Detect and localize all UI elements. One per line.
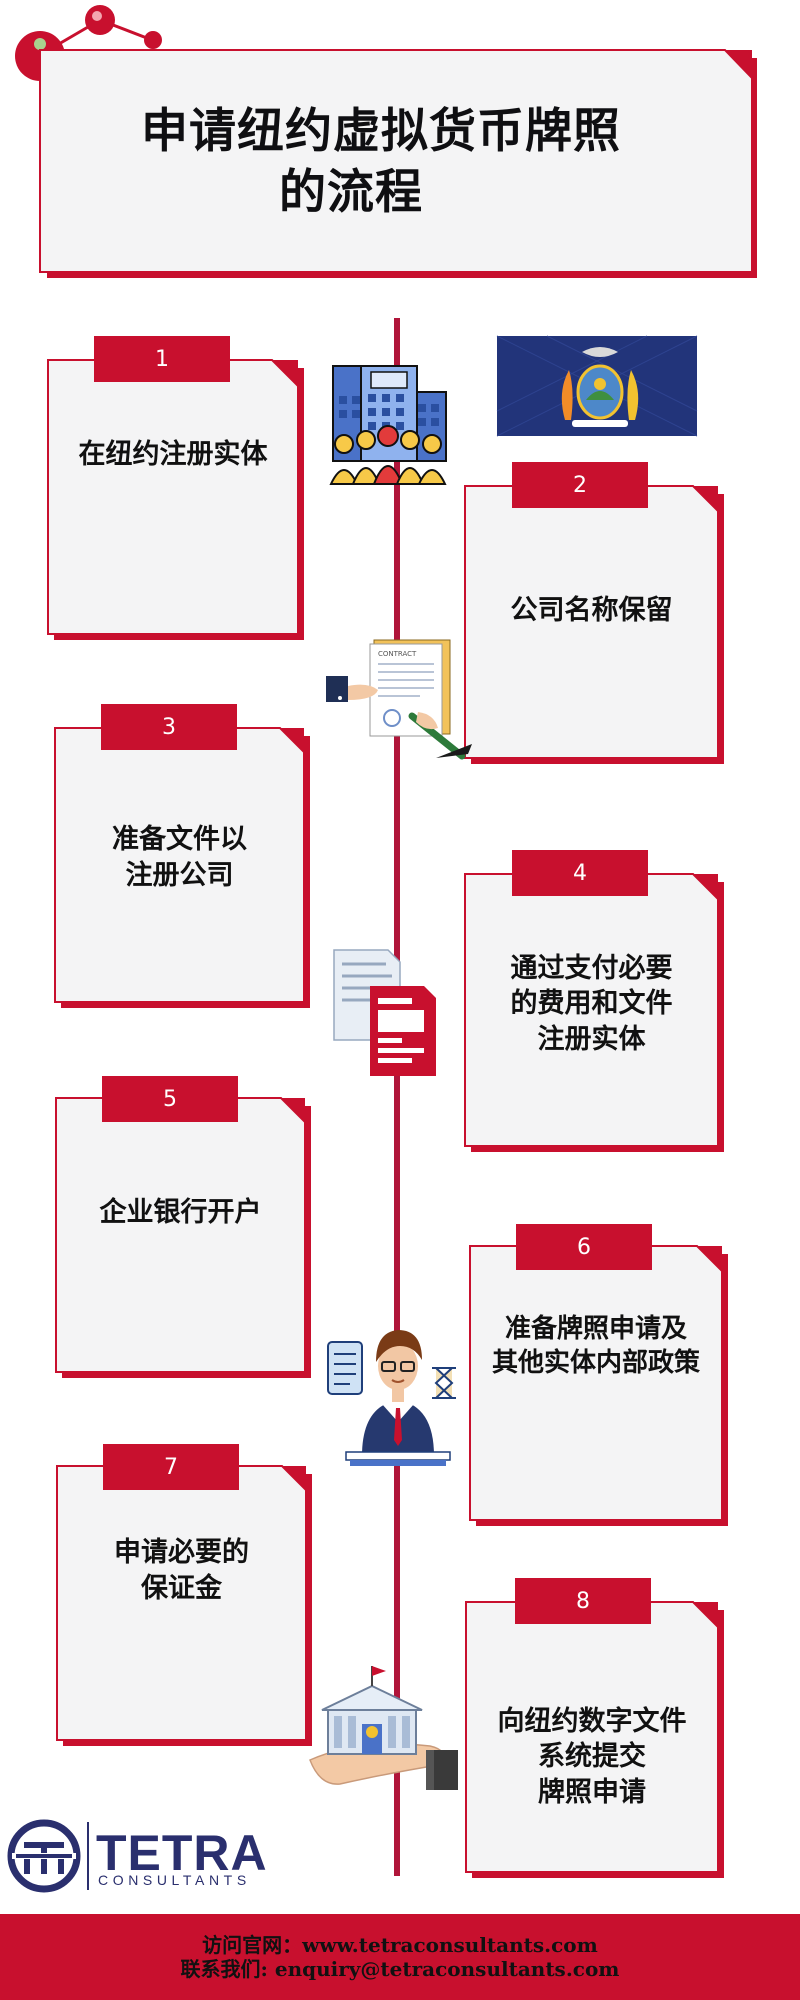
step-6-number-badge: 6 xyxy=(516,1224,652,1270)
step-3-text: 准备文件以 注册公司 xyxy=(55,788,304,928)
step-8-line-3: 牌照申请 xyxy=(538,1776,646,1808)
contract-signing-icon: CONTRACT xyxy=(326,639,472,760)
logo-tagline: CONSULTANTS xyxy=(98,1872,251,1888)
step-6-text: 准备牌照申请及 其他实体内部政策 xyxy=(470,1286,722,1406)
step-card-5: 企业银行开户 xyxy=(56,1098,305,1372)
step-8-line-2: 系统提交 xyxy=(538,1741,646,1773)
step-card-8: 向纽约数字文件 系统提交 牌照申请 xyxy=(466,1602,718,1872)
step-5-text: 企业银行开户 xyxy=(56,1158,305,1268)
step-5-line-1: 企业银行开户 xyxy=(99,1197,262,1229)
step-1-text: 在纽约注册实体 xyxy=(48,400,298,510)
step-8-line-1: 向纽约数字文件 xyxy=(497,1705,687,1737)
step-card-6: 准备牌照申请及 其他实体内部政策 xyxy=(470,1246,722,1520)
step-4-number-badge: 4 xyxy=(512,850,648,896)
step-6-line-1: 准备牌照申请及 xyxy=(504,1313,687,1344)
logo-wordmark: TETRA xyxy=(96,1825,268,1881)
bank-in-hand-icon xyxy=(309,1666,458,1790)
step-4-line-1: 通过支付必要 xyxy=(510,952,673,984)
step-2-text: 公司名称保留 xyxy=(465,546,718,676)
step-4-text: 通过支付必要 的费用和文件 注册实体 xyxy=(465,924,718,1084)
step-2-line-1: 公司名称保留 xyxy=(510,595,673,627)
step-card-2: 公司名称保留 xyxy=(465,486,718,758)
step-card-bg-4 xyxy=(464,873,724,1152)
documents-icon xyxy=(333,949,436,1076)
footer-contact[interactable]: 联系我们: enquiry@tetraconsultants.com xyxy=(180,1957,620,1981)
step-card-bg-3 xyxy=(54,727,310,1008)
step-card-1: 在纽约注册实体 xyxy=(48,360,298,634)
step-8-number-badge: 8 xyxy=(515,1578,651,1624)
step-6-line-2: 其他实体内部政策 xyxy=(491,1348,700,1378)
step-1-number-badge: 1 xyxy=(94,336,230,382)
title-card xyxy=(39,49,757,278)
step-5-number-badge: 5 xyxy=(102,1076,238,1122)
office-people-icon xyxy=(329,365,447,485)
step-8-text: 向纽约数字文件 系统提交 牌照申请 xyxy=(466,1682,718,1832)
footer-website[interactable]: 访问官网：www.tetraconsultants.com xyxy=(202,1933,598,1957)
step-card-7: 申请必要的 保证金 xyxy=(57,1466,306,1740)
step-card-bg-5 xyxy=(55,1097,311,1378)
step-7-text: 申请必要的 保证金 xyxy=(57,1506,306,1636)
tetra-logo-mark xyxy=(7,1819,89,1893)
step-card-bg-8 xyxy=(465,1601,724,1878)
clerk-icon xyxy=(327,1330,456,1466)
step-7-line-2: 保证金 xyxy=(141,1573,222,1604)
step-7-line-1: 申请必要的 xyxy=(114,1537,249,1569)
step-card-bg-7 xyxy=(56,1465,312,1746)
step-card-3: 准备文件以 注册公司 xyxy=(55,728,304,1002)
step-card-bg-2 xyxy=(464,485,724,764)
step-1-line-1: 在纽约注册实体 xyxy=(78,439,268,471)
step-card-4: 通过支付必要 的费用和文件 注册实体 xyxy=(465,874,718,1146)
page-title-line-2: 的流程 xyxy=(279,165,423,220)
svg-text:CONTRACT: CONTRACT xyxy=(378,650,417,658)
footer: 访问官网：www.tetraconsultants.com 联系我们: enqu… xyxy=(0,1914,800,2000)
step-4-line-2: 的费用和文件 xyxy=(510,988,673,1020)
step-card-bg-1 xyxy=(47,359,304,640)
page-title-line-1: 申请纽约虚拟货币牌照 xyxy=(141,103,621,159)
title-block: 申请纽约虚拟货币牌照 的流程 xyxy=(40,50,752,274)
step-4-line-3: 注册实体 xyxy=(537,1023,646,1055)
step-3-line-1: 准备文件以 xyxy=(112,824,247,856)
step-7-number-badge: 7 xyxy=(103,1444,239,1490)
new-york-flag xyxy=(496,335,698,437)
step-3-number-badge: 3 xyxy=(101,704,237,750)
step-3-line-2: 注册公司 xyxy=(125,860,234,891)
step-2-number-badge: 2 xyxy=(512,462,648,508)
step-card-bg-6 xyxy=(469,1245,728,1526)
